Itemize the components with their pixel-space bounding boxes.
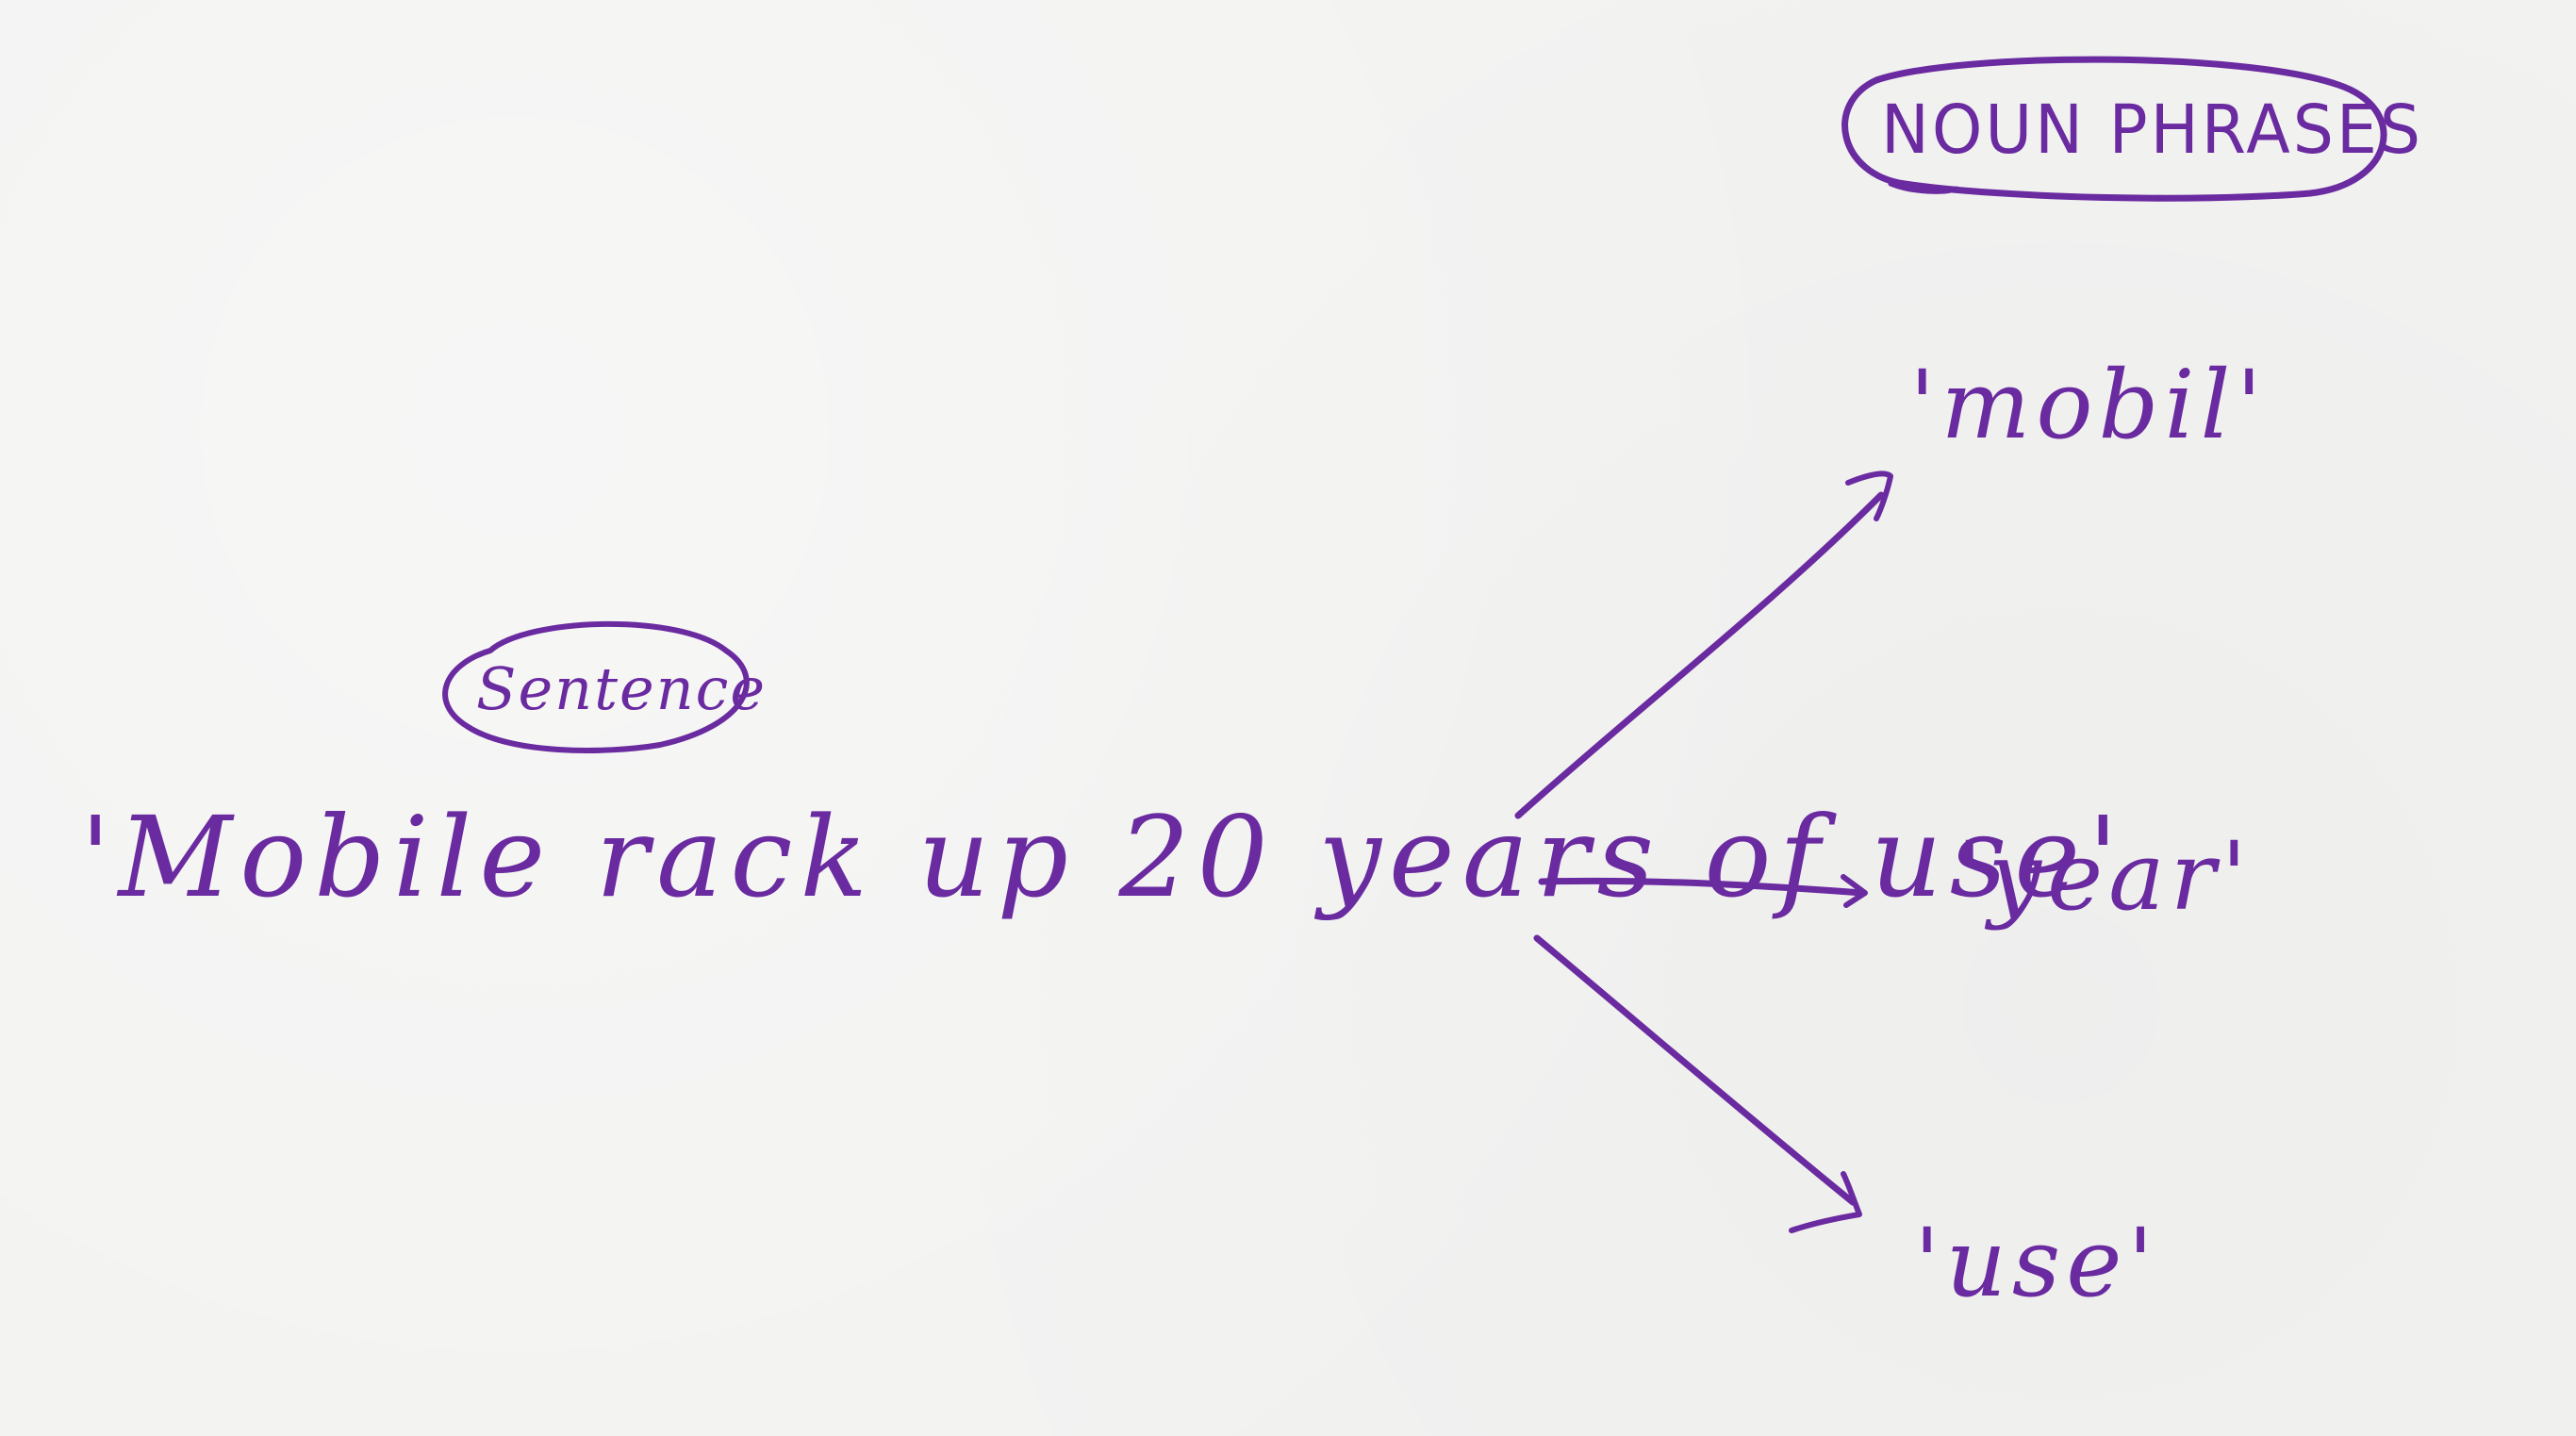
noun-phrases-label: NOUN PHRASES xyxy=(1881,91,2424,170)
sentence-label-oval xyxy=(442,620,750,753)
noun-phrases-oval-tail xyxy=(1888,181,1959,194)
noun-phrases-label-oval xyxy=(1841,56,2387,202)
arrow-to-year-head xyxy=(1841,874,1868,908)
arrow-to-use-head xyxy=(1789,1171,1862,1233)
arrow-to-mobil xyxy=(1514,491,1885,819)
sentence-text: 'Mobile rack up 20 years of use' xyxy=(80,792,2126,922)
sentence-label: Sentence xyxy=(476,654,768,723)
arrow-to-mobil-head xyxy=(1845,470,1893,521)
arrow-to-year xyxy=(1538,877,1866,897)
noun-phrase-year: 'year' xyxy=(1957,821,2254,932)
noun-phrase-use: 'use' xyxy=(1914,1208,2159,1318)
noun-phrase-mobil: 'mobil' xyxy=(1909,350,2268,460)
arrow-to-use xyxy=(1533,934,1857,1206)
